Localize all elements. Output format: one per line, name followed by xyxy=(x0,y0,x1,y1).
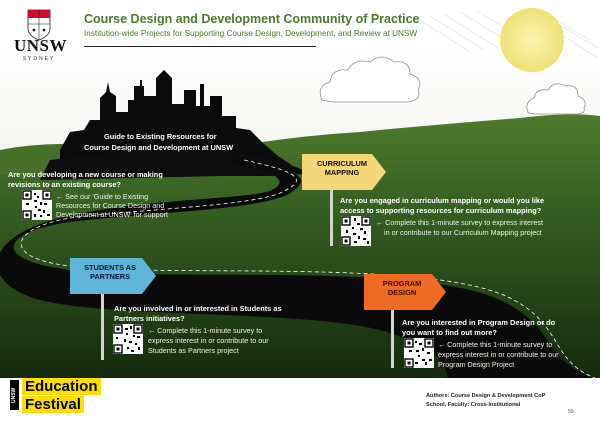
qr-code-icon-revisions[interactable] xyxy=(22,190,52,220)
sign-program-line1: PROGRAM xyxy=(382,279,422,288)
curriculum-desc-2: in or contribute to our Curriculum Mappi… xyxy=(384,228,542,237)
page-subtitle: Institution-wide Projects for Supporting… xyxy=(84,29,418,38)
students-desc-3: Students as Partners project xyxy=(148,346,239,355)
cloud-icon-2 xyxy=(526,83,586,115)
students-question-1: Are you involved in or interested in Stu… xyxy=(114,304,282,313)
sign-curriculum xyxy=(302,154,386,190)
curriculum-question-1: Are you engaged in curriculum mapping or… xyxy=(340,196,545,205)
sign-program-label: PROGRAM DESIGN xyxy=(364,279,440,298)
signpost-program-pole xyxy=(391,308,394,368)
education-festival-logo: UNSW Education Festival xyxy=(10,378,120,414)
curriculum-desc-1: ← Complete this 1-minute survey to expre… xyxy=(376,218,543,227)
festival-line2: Festival xyxy=(22,396,84,413)
program-question-2: you want to find out more? xyxy=(402,328,497,337)
sign-program xyxy=(364,274,446,310)
sun-icon xyxy=(500,8,564,72)
students-desc-2: express interest in or contribute to our xyxy=(148,336,269,345)
program-question-1: Are you interested in Program Design or … xyxy=(402,318,556,327)
students-desc-1: ← Complete this 1-minute survey to xyxy=(148,326,263,335)
unsw-crest-icon xyxy=(27,9,51,41)
program-desc-1: ← Complete this 1-minute survey to xyxy=(438,340,553,349)
city-skyline xyxy=(60,70,300,176)
program-desc-3: Program Design Project xyxy=(438,360,515,369)
title-divider xyxy=(84,46,316,47)
school: School, Faculty: Cross-Institutional xyxy=(426,401,521,408)
city-label-1: Guide to Existing Resources for xyxy=(104,132,217,141)
authors: Authors: Course Design & Development CoP xyxy=(426,393,546,399)
students-question-2: Partners initiatives? xyxy=(114,314,185,323)
authors-block: Authors: Course Design & Development CoP… xyxy=(426,392,545,410)
qr-code-icon-program[interactable] xyxy=(404,338,434,368)
sign-students-line2: PARTNERS xyxy=(89,271,131,281)
page-title: Course Design and Development Community … xyxy=(84,12,420,26)
festival-line1: Education xyxy=(22,378,101,395)
signpost-curriculum-pole xyxy=(330,186,333,246)
signpost-students-pole xyxy=(101,290,104,360)
logo-word: UNSW xyxy=(14,36,68,55)
sign-students xyxy=(70,258,156,294)
cloud-icon xyxy=(319,56,421,103)
sign-students-line1: STUDENTS AS xyxy=(84,263,136,272)
sign-program-line2: DESIGN xyxy=(387,287,417,297)
program-desc-2: express interest in or contribute to our xyxy=(438,350,559,359)
page-number: 59 xyxy=(568,409,574,415)
sign-curriculum-line1: CURRICULUM xyxy=(316,159,368,168)
revisions-question-1: Are you developing a new course or makin… xyxy=(8,170,163,179)
logo-subtext: SYDNEY xyxy=(22,56,56,62)
city-label-2: Course Design and Development at UNSW xyxy=(84,143,234,152)
qr-code-icon-students[interactable] xyxy=(113,324,143,354)
curriculum-question-2: access to supporting resources for curri… xyxy=(340,206,542,215)
revisions-question-2: revisions to an existing course? xyxy=(8,180,121,189)
festival-tag: UNSW xyxy=(10,380,19,410)
sign-curriculum-label: CURRICULUM MAPPING xyxy=(302,159,382,178)
sign-curriculum-line2: MAPPING xyxy=(324,167,360,177)
revisions-desc-1: ← See our 'Guide to Existing xyxy=(56,192,149,201)
unsw-logo: UNSW SYDNEY xyxy=(14,8,68,64)
qr-code-icon-curriculum[interactable] xyxy=(341,216,371,246)
road xyxy=(0,158,600,424)
sign-students-label: STUDENTS AS PARTNERS xyxy=(70,263,150,282)
revisions-desc-3: Development at UNSW' for support xyxy=(56,210,169,219)
hatch-texture xyxy=(419,9,599,59)
revisions-desc-2: Resources for Course Design and xyxy=(56,201,165,210)
